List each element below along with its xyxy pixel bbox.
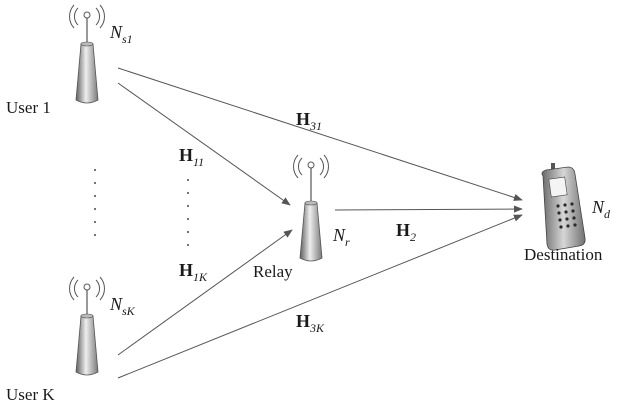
- edge-relay-destination: [334, 205, 523, 213]
- userK-antenna-count: NsK: [109, 294, 136, 318]
- edge-user1-relay: [117, 82, 291, 206]
- user1-label: User 1: [6, 98, 51, 117]
- user1-antenna-count: Ns1: [109, 22, 133, 46]
- relay-antenna-icon: [293, 154, 329, 262]
- edge-userK-relay: [117, 229, 293, 356]
- users-ellipsis: [93, 168, 97, 237]
- channel-h11-label: H11: [179, 145, 204, 169]
- destination-phone-icon: [541, 163, 586, 251]
- channels-ellipsis: [186, 178, 190, 247]
- user1-antenna-icon: [69, 4, 105, 104]
- channel-h1K-label: H1K: [179, 260, 208, 284]
- edge-user1-destination: [117, 67, 523, 201]
- destination-label: Destination: [524, 245, 603, 264]
- userK-label: User K: [6, 385, 55, 404]
- relay-label: Relay: [253, 262, 293, 281]
- channel-h31-label: H31: [296, 109, 322, 133]
- relay-antenna-count: Nr: [332, 225, 350, 249]
- channel-h3K-label: H3K: [296, 311, 325, 335]
- edge-userK-destination: [117, 214, 523, 379]
- userK-antenna-icon: [69, 276, 105, 376]
- destination-antenna-count: Nd: [591, 197, 611, 221]
- channel-h2-label: H2: [396, 220, 416, 244]
